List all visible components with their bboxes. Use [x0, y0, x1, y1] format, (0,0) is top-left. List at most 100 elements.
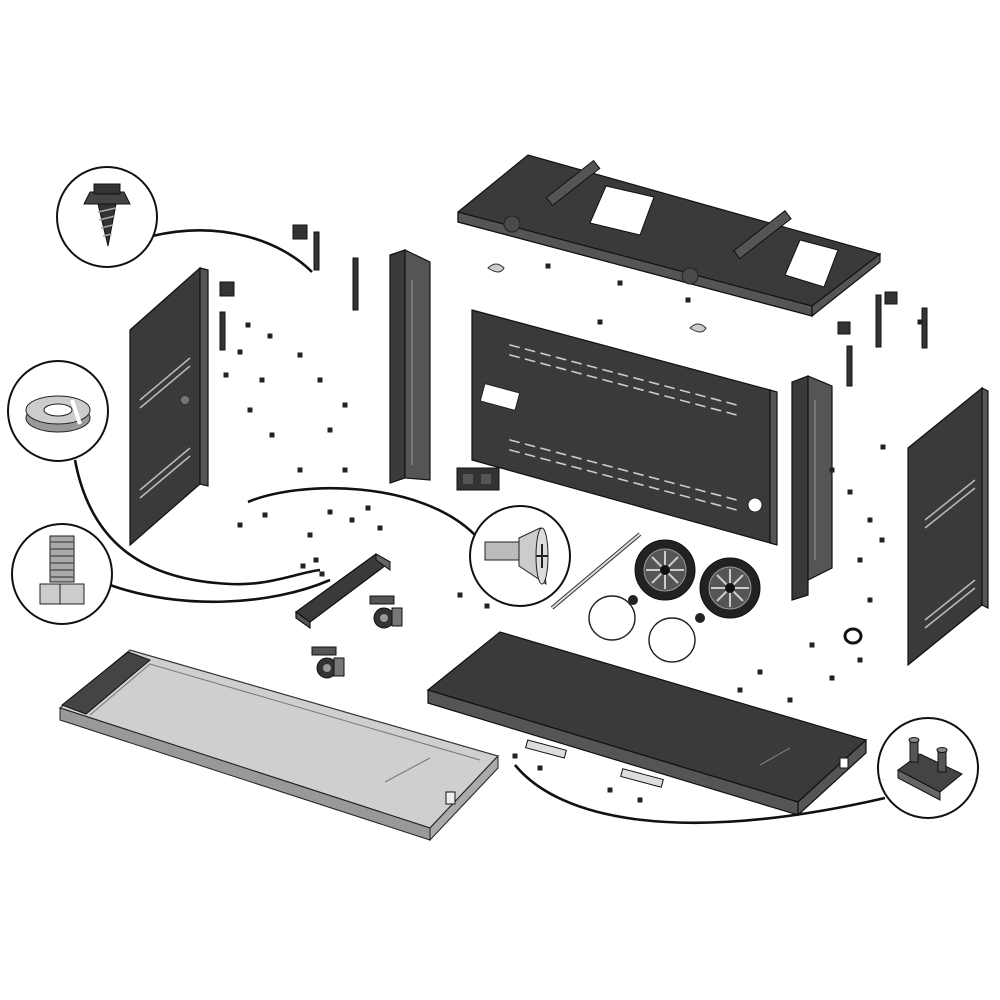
louver-slot [664, 385, 675, 390]
hardware-fastener [300, 563, 306, 569]
hardware-fastener [537, 765, 543, 771]
callout-magnet-catch [877, 717, 979, 819]
hardware-fastener [267, 333, 273, 339]
louver-slot [726, 496, 737, 501]
louver-slot [524, 453, 536, 458]
hardware-fastener [867, 597, 873, 603]
louver-slot [555, 461, 567, 466]
hardware-fastener [245, 322, 251, 328]
louver-slot [726, 401, 737, 406]
louver-slot [602, 368, 613, 373]
left-side-panel [129, 266, 209, 547]
louver-slot [648, 486, 660, 491]
hardware-fastener [319, 571, 325, 577]
hardware-fastener [313, 557, 319, 563]
louver-slot [664, 480, 675, 485]
louver-slot [571, 360, 582, 365]
hardware-fastener [847, 489, 853, 495]
hardware-fastener [269, 432, 275, 438]
hardware-fastener [349, 517, 355, 523]
louver-slot [710, 492, 722, 497]
hardware-fastener [829, 675, 835, 681]
leader-lines [73, 229, 886, 824]
top-panel [457, 154, 882, 318]
louver-slot [571, 465, 582, 470]
hardware-fastener [637, 797, 643, 803]
door-handles [525, 739, 664, 788]
hardware-fastener [457, 592, 463, 598]
louver-slot [586, 469, 598, 474]
hardware-fastener [617, 280, 623, 286]
louver-slot [695, 498, 706, 503]
louver-slot [617, 477, 629, 482]
louver-slot [648, 381, 660, 386]
louver-slot [509, 439, 520, 444]
hubcap-left [588, 595, 636, 641]
hardware-fastener [327, 509, 333, 515]
louver-slot [602, 378, 613, 383]
louver-slot [695, 488, 706, 493]
louver-slot [710, 502, 722, 507]
louver-slot [710, 397, 722, 402]
hardware-fastener [597, 319, 603, 325]
louver-slot [540, 352, 551, 357]
hex-washer-screw-icon [83, 183, 131, 247]
hardware-fastener [757, 669, 763, 675]
louver-slot [540, 457, 551, 462]
hardware-fastener [377, 525, 383, 531]
hardware-fastener [512, 753, 518, 759]
caster-front [311, 646, 345, 679]
hardware-fastener [867, 517, 873, 523]
louver-slot [679, 389, 691, 394]
door-magnet-block [456, 467, 500, 491]
louver-slot [710, 407, 722, 412]
louver-slot [679, 494, 691, 499]
louver-slot [726, 411, 737, 416]
louver-slot [586, 364, 598, 369]
hardware-fastener [307, 532, 313, 538]
louver-slot [617, 372, 629, 377]
louver-slot [633, 471, 644, 477]
magnet-catch-icon [897, 737, 963, 801]
louver-slot [586, 374, 598, 379]
louver-slot [540, 447, 551, 452]
louver-slot [540, 362, 551, 367]
louver-slot [633, 481, 644, 487]
louver-slot [617, 467, 629, 472]
louver-slot [524, 443, 536, 448]
hardware-fastener [262, 512, 268, 518]
hardware-fastener [342, 467, 348, 473]
louver-slot [633, 376, 644, 382]
louver-slot [555, 366, 567, 371]
louver-slot [509, 344, 520, 349]
hardware-fastener [342, 402, 348, 408]
louver-slot [695, 393, 706, 398]
hardware-fastener [880, 444, 886, 450]
hardware-fastener [917, 319, 923, 325]
louver-slot [509, 354, 520, 359]
hardware-fastener [685, 297, 691, 303]
hardware-fastener [484, 603, 490, 609]
wheel-left [634, 539, 696, 601]
louver-slot [633, 386, 644, 392]
base-tray [58, 649, 500, 842]
hardware-fastener [365, 505, 371, 511]
hardware-fastener [829, 467, 835, 473]
caster-rear [369, 595, 403, 629]
split-lock-washer-icon [25, 395, 91, 433]
callout-lock-washer [7, 360, 109, 462]
flat-head-screw-icon [484, 527, 549, 586]
louver-slot [648, 391, 660, 396]
hardware-fastener [297, 352, 303, 358]
hardware-fastener [809, 642, 815, 648]
louver-slot [664, 490, 675, 495]
back-panel [471, 309, 778, 546]
hardware-fastener [247, 407, 253, 413]
hardware-fastener [259, 377, 265, 383]
hardware-fastener [223, 372, 229, 378]
louver-slot [679, 399, 691, 404]
bottom-shelf [426, 631, 868, 817]
louver-slot [602, 463, 613, 468]
right-rear-leg [791, 375, 833, 601]
